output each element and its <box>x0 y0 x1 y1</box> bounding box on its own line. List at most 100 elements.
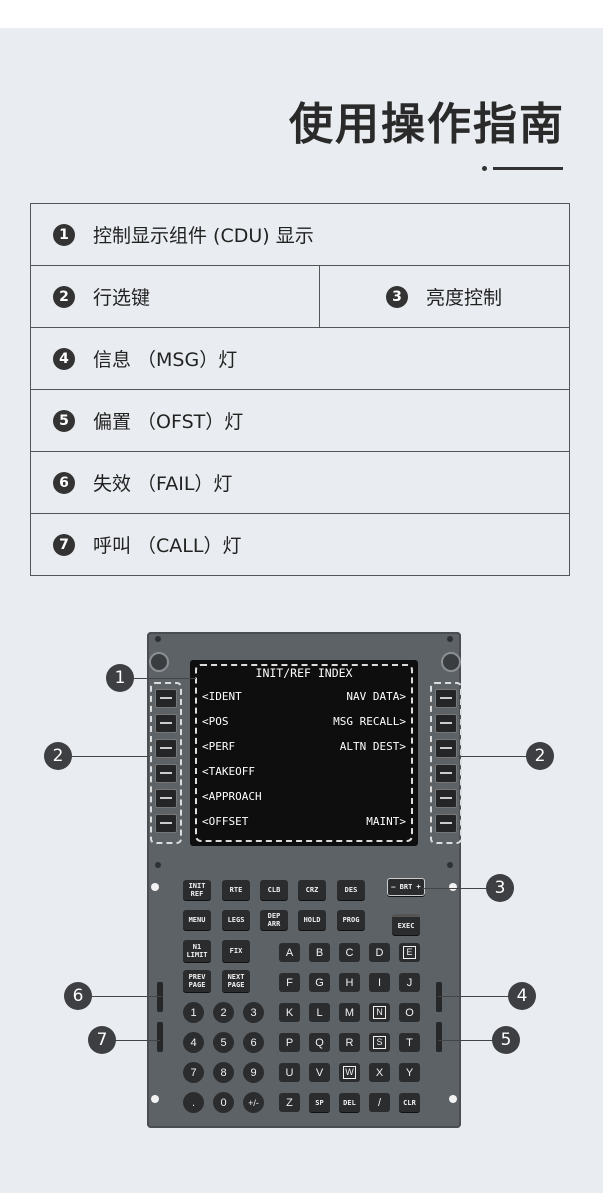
key-8[interactable]: 8 <box>213 1062 234 1083</box>
line-select-key-5r[interactable] <box>435 789 457 808</box>
key-0[interactable]: 0 <box>213 1092 234 1113</box>
key-plus-minus[interactable]: +/- <box>243 1092 264 1113</box>
key-k[interactable]: K <box>279 1003 300 1022</box>
key-decimal[interactable]: . <box>183 1092 204 1113</box>
prog-key[interactable]: PROG <box>337 910 365 930</box>
key-clr[interactable]: CLR <box>399 1093 420 1112</box>
key-4[interactable]: 4 <box>183 1032 204 1053</box>
display-right-line: NAV DATA> <box>346 690 406 703</box>
key-h[interactable]: H <box>339 973 360 992</box>
key-y[interactable]: Y <box>399 1063 420 1082</box>
key-x[interactable]: X <box>369 1063 390 1082</box>
legs-key[interactable]: LEGS <box>222 910 250 930</box>
init-ref-key[interactable]: INIT REF <box>183 880 211 900</box>
callout-badge: 6 <box>64 982 92 1010</box>
line-select-key-3l[interactable] <box>155 739 177 758</box>
prev-page-key[interactable]: PREV PAGE <box>183 970 211 992</box>
display-highlight-outline <box>195 664 413 842</box>
callout-line <box>134 678 196 679</box>
line-select-key-5l[interactable] <box>155 789 177 808</box>
line-select-key-6r[interactable] <box>435 814 457 833</box>
display-left-line: <PERF <box>202 740 236 753</box>
key-5[interactable]: 5 <box>213 1032 234 1053</box>
key-2[interactable]: 2 <box>213 1002 234 1023</box>
display-left-line: <POS <box>202 715 229 728</box>
callout-line <box>438 1040 494 1041</box>
menu-key[interactable]: MENU <box>183 910 211 930</box>
key-7[interactable]: 7 <box>183 1062 204 1083</box>
mount-knob-icon <box>149 652 169 672</box>
key-e[interactable]: E <box>399 943 420 962</box>
des-key[interactable]: DES <box>337 880 365 900</box>
key-s[interactable]: S <box>369 1033 390 1052</box>
number-badge-icon: 3 <box>386 285 408 308</box>
next-page-key[interactable]: NEXT PAGE <box>222 970 250 992</box>
key-p[interactable]: P <box>279 1033 300 1052</box>
line-select-key-4l[interactable] <box>155 764 177 783</box>
key-1[interactable]: 1 <box>183 1002 204 1023</box>
line-select-key-2r[interactable] <box>435 714 457 733</box>
number-badge-icon: 5 <box>53 409 75 432</box>
key-i[interactable]: I <box>369 973 390 992</box>
key-9[interactable]: 9 <box>243 1062 264 1083</box>
callout-badge: 3 <box>486 874 514 902</box>
key-w[interactable]: W <box>339 1063 360 1082</box>
rte-key[interactable]: RTE <box>222 880 250 900</box>
fix-key[interactable]: FIX <box>222 940 250 962</box>
key-u[interactable]: U <box>279 1063 300 1082</box>
screw-icon <box>155 862 161 868</box>
key-v[interactable]: V <box>309 1063 330 1082</box>
key-r[interactable]: R <box>339 1033 360 1052</box>
callout-line <box>72 756 150 757</box>
key-del[interactable]: DEL <box>339 1093 360 1112</box>
key-3[interactable]: 3 <box>243 1002 264 1023</box>
key-6[interactable]: 6 <box>243 1032 264 1053</box>
crz-key[interactable]: CRZ <box>298 880 326 900</box>
line-select-key-1r[interactable] <box>435 689 457 708</box>
key-a[interactable]: A <box>279 943 300 962</box>
key-c[interactable]: C <box>339 943 360 962</box>
exec-key[interactable]: EXEC <box>392 914 420 935</box>
brightness-control[interactable]: – BRT + <box>387 878 425 896</box>
key-w-label: W <box>343 1066 356 1079</box>
key-f[interactable]: F <box>279 973 300 992</box>
callout-badge: 2 <box>526 742 554 770</box>
mount-hole-icon <box>449 883 457 891</box>
page-title: 使用操作指南 <box>289 99 565 150</box>
key-l[interactable]: L <box>309 1003 330 1022</box>
display-left-line: <APPROACH <box>202 790 262 803</box>
line-select-key-1l[interactable] <box>155 689 177 708</box>
key-t[interactable]: T <box>399 1033 420 1052</box>
key-q[interactable]: Q <box>309 1033 330 1052</box>
key-b[interactable]: B <box>309 943 330 962</box>
key-d[interactable]: D <box>369 943 390 962</box>
line-select-key-3r[interactable] <box>435 739 457 758</box>
clb-key[interactable]: CLB <box>260 880 288 900</box>
line-select-key-6l[interactable] <box>155 814 177 833</box>
hold-key[interactable]: HOLD <box>298 910 326 930</box>
display-title: INIT/REF INDEX <box>255 666 353 680</box>
screw-icon <box>447 862 453 868</box>
callout-line <box>438 996 510 997</box>
n1-limit-key[interactable]: N1 LIMIT <box>183 940 211 962</box>
key-j[interactable]: J <box>399 973 420 992</box>
line-select-key-2l[interactable] <box>155 714 177 733</box>
key-m[interactable]: M <box>339 1003 360 1022</box>
key-g[interactable]: G <box>309 973 330 992</box>
line-select-key-4r[interactable] <box>435 764 457 783</box>
dep-arr-key[interactable]: DEP ARR <box>260 910 288 930</box>
callout-badge: 2 <box>44 742 72 770</box>
key-n[interactable]: N <box>369 1003 390 1022</box>
key-o[interactable]: O <box>399 1003 420 1022</box>
callout-line <box>92 996 162 997</box>
display-right-line: MAINT> <box>366 815 406 828</box>
callout-line <box>422 888 486 889</box>
key-z[interactable]: Z <box>279 1093 300 1112</box>
key-sp[interactable]: SP <box>309 1093 330 1112</box>
key-slash[interactable]: / <box>369 1093 390 1112</box>
